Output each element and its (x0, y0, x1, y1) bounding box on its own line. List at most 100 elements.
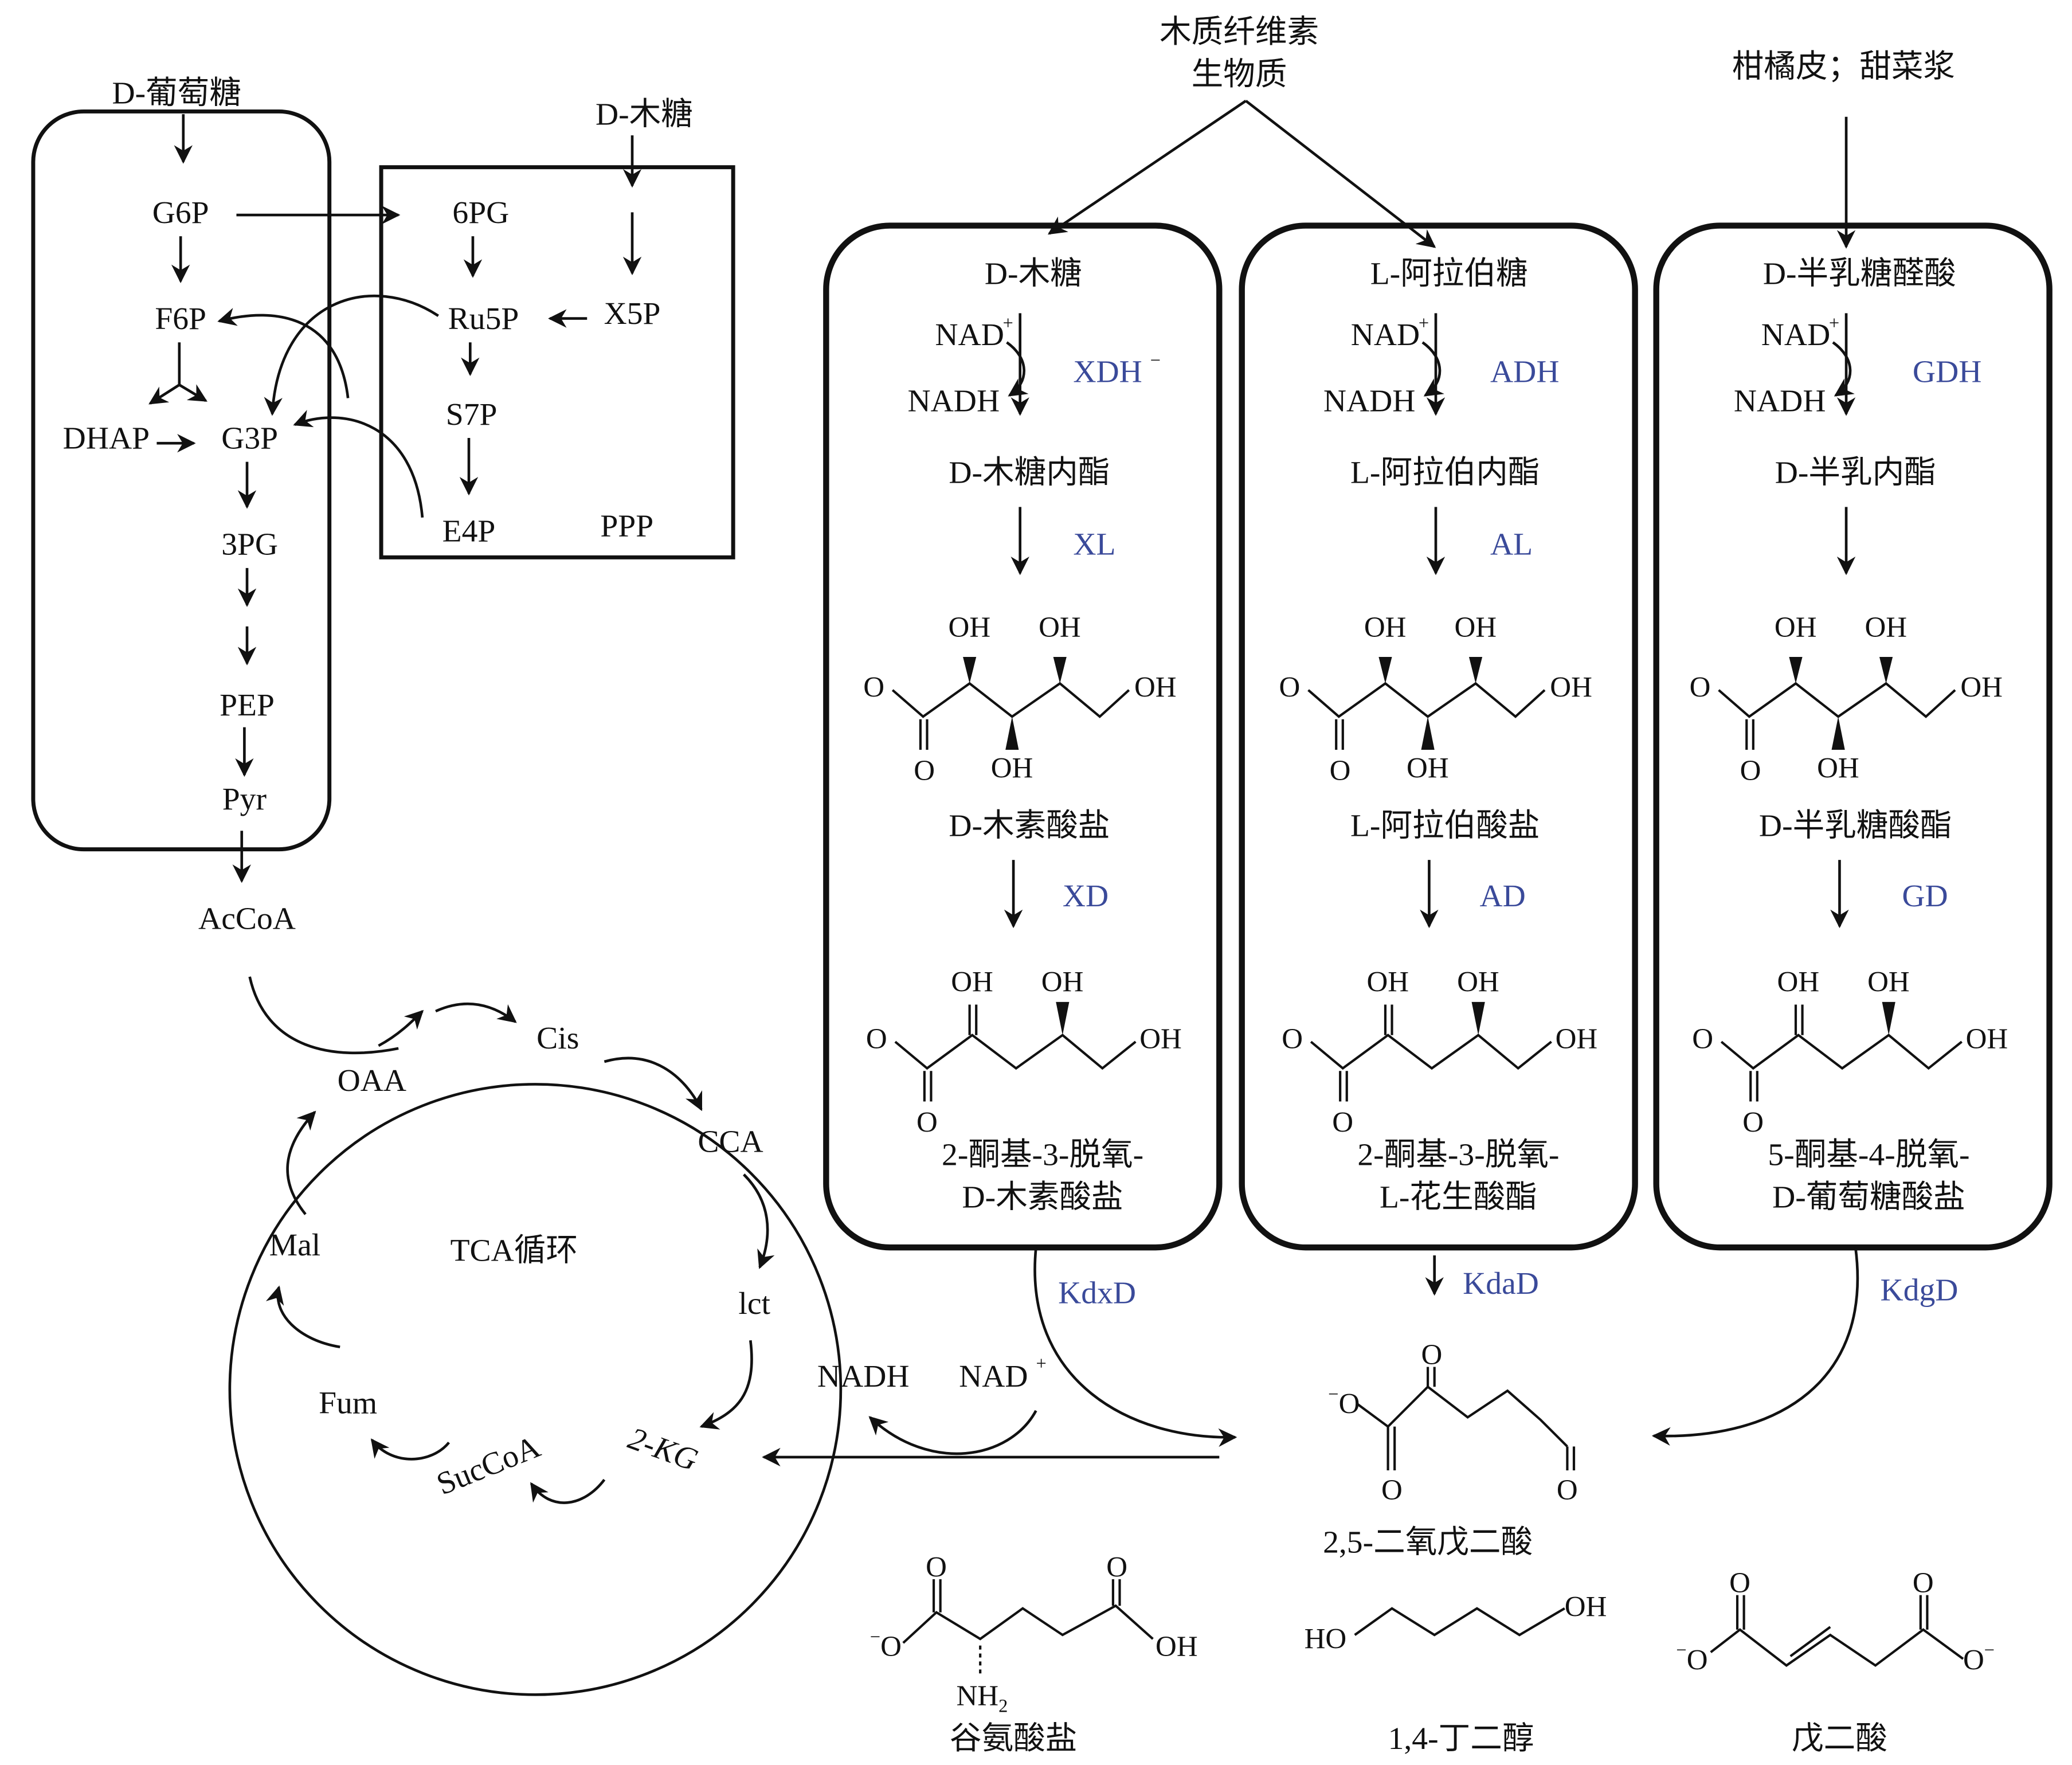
atom-o-minus: O (1282, 1023, 1303, 1055)
atom-o-minus: O (863, 671, 884, 703)
arrow-split-dhap (148, 383, 181, 405)
node-pyr: Pyr (222, 781, 267, 817)
atom-oh: OH (1556, 1023, 1598, 1055)
atom-nh2: NH2 (956, 1680, 1008, 1717)
cofactor-nadh: NADH (1323, 383, 1416, 419)
source-lignocellulose-1: 木质纤维素 (1160, 14, 1319, 50)
bond-wedge (1789, 656, 1803, 684)
atom-o-minus: −O (870, 1627, 902, 1663)
cofactor-nadh-tca: NADH (817, 1359, 910, 1394)
arrow-cofactor (1006, 341, 1029, 397)
pathway-frame (1239, 222, 1638, 1251)
product-name-line1: 2-酮基-3-脱氧- (942, 1137, 1143, 1173)
arrow-succoa-fum (370, 1438, 451, 1461)
structure-butanediol: HO OH (1305, 1591, 1607, 1656)
intermediate-acid: L-阿拉伯酸盐 (1350, 808, 1540, 843)
node-fum: Fum (319, 1386, 377, 1421)
atom-o-minus: O (1279, 671, 1301, 703)
cofactor-nadh: NADH (1734, 383, 1826, 419)
atom-oh: OH (1134, 671, 1177, 703)
atom-o-minus: O (866, 1023, 887, 1055)
bond-chain (902, 1604, 1154, 1644)
atom-oh: OH (1777, 966, 1820, 998)
atom-o: O (914, 755, 935, 787)
product-name-line2: L-花生酸酯 (1380, 1180, 1537, 1215)
arrow-cofactor (1421, 341, 1444, 397)
arrow-fum-mal (265, 1285, 340, 1349)
enzyme-dehydratase: GD (1902, 878, 1948, 914)
cofactor-plus: + (1419, 313, 1429, 334)
node-f6p: F6P (155, 301, 206, 336)
node-e4p: E4P (442, 514, 496, 549)
arrow-accoa-oaa (248, 976, 399, 1055)
node-ru5p: Ru5P (448, 301, 519, 336)
intermediate-acid: D-木素酸盐 (949, 808, 1110, 843)
atom-o-minus: −O (1676, 1640, 1707, 1676)
intermediate-lactone: L-阿拉伯内酯 (1350, 455, 1540, 491)
atom-oh: OH (1565, 1591, 1607, 1623)
bond-wedge (1378, 656, 1392, 684)
enzyme-dehydrogenase: ADH (1490, 354, 1559, 390)
arrow-kdgd (1651, 1247, 1859, 1446)
enzyme-kdxd: KdxD (1058, 1275, 1136, 1310)
atom-oh: OH (1041, 966, 1084, 998)
bond-chain (891, 682, 1130, 718)
atom-oh: OH (951, 966, 993, 998)
cofactor-plus: + (1829, 313, 1839, 334)
atom-o-aldehyde: O (1557, 1474, 1578, 1506)
node-2kg: 2-KG (624, 1420, 702, 1478)
enzyme-dehydratase: XD (1063, 878, 1109, 914)
atom-oh: OH (1867, 966, 1910, 998)
pathway-start: D-木糖 (985, 256, 1082, 291)
atom-o: O (916, 1107, 938, 1139)
product-name-line1: 5-酮基-4-脱氧- (1768, 1137, 1969, 1173)
atom-oh: OH (1039, 612, 1081, 644)
arrow-split-g3p (178, 383, 207, 402)
atom-oh: OH (1454, 612, 1497, 644)
atom-o-minus: O (1692, 1023, 1713, 1055)
atom-o: O (1742, 1107, 1764, 1139)
atom-oh: OH (1775, 612, 1817, 644)
node-oaa: OAA (338, 1063, 406, 1098)
node-x5p: X5P (604, 296, 661, 331)
atom-oh: OH (1865, 612, 1908, 644)
product-name-line1: 2-酮基-3-脱氧- (1357, 1137, 1559, 1173)
arrow-cca-ict (743, 1173, 775, 1269)
atom-o2: O (1106, 1551, 1127, 1583)
bond-wedge (1005, 717, 1019, 750)
intermediate-lactone: D-半乳内酯 (1775, 455, 1936, 491)
cofactor-nad: NAD (935, 317, 1004, 353)
bond-chain (1310, 1034, 1552, 1070)
product-glutaconate: 戊二酸 (1792, 1721, 1887, 1756)
ppp-label: PPP (600, 508, 653, 543)
tca-title: TCA循环 (451, 1232, 578, 1268)
node-succoa: SucCoA (432, 1429, 545, 1502)
arrow-ict-2kg (699, 1340, 753, 1430)
structure-glutaconate: −O O O O− (1676, 1567, 1995, 1676)
arrow-ru5p-g3p (264, 294, 439, 416)
atom-o-minus2: O− (1963, 1640, 1995, 1676)
bond-wedge (1471, 1001, 1485, 1035)
arrow-oaa-cit (378, 1009, 424, 1047)
arrow-e4p-g3p (293, 410, 424, 518)
node-g3p: G3P (221, 421, 278, 456)
atom-oh: OH (1817, 753, 1859, 785)
arrow-kdxd (1033, 1247, 1237, 1447)
atom-o-minus: −O (1328, 1384, 1360, 1420)
atom-o: O (1330, 755, 1351, 787)
atom-o-ketone: O (1421, 1339, 1443, 1371)
atom-oh: OH (1364, 612, 1407, 644)
node-accoa: AcCoA (198, 901, 296, 937)
structure-glutamate: −O O O OH NH2 (870, 1551, 1198, 1716)
tca-circle (228, 1083, 843, 1696)
atom-o: O (1729, 1567, 1750, 1599)
pathway-frame (1653, 222, 2053, 1251)
node-6pg: 6PG (452, 195, 509, 230)
node-pep: PEP (220, 687, 275, 723)
atom-o: O (1381, 1474, 1403, 1506)
product-glutamate: 谷氨酸盐 (950, 1721, 1077, 1756)
atom-oh: OH (1960, 671, 2003, 703)
